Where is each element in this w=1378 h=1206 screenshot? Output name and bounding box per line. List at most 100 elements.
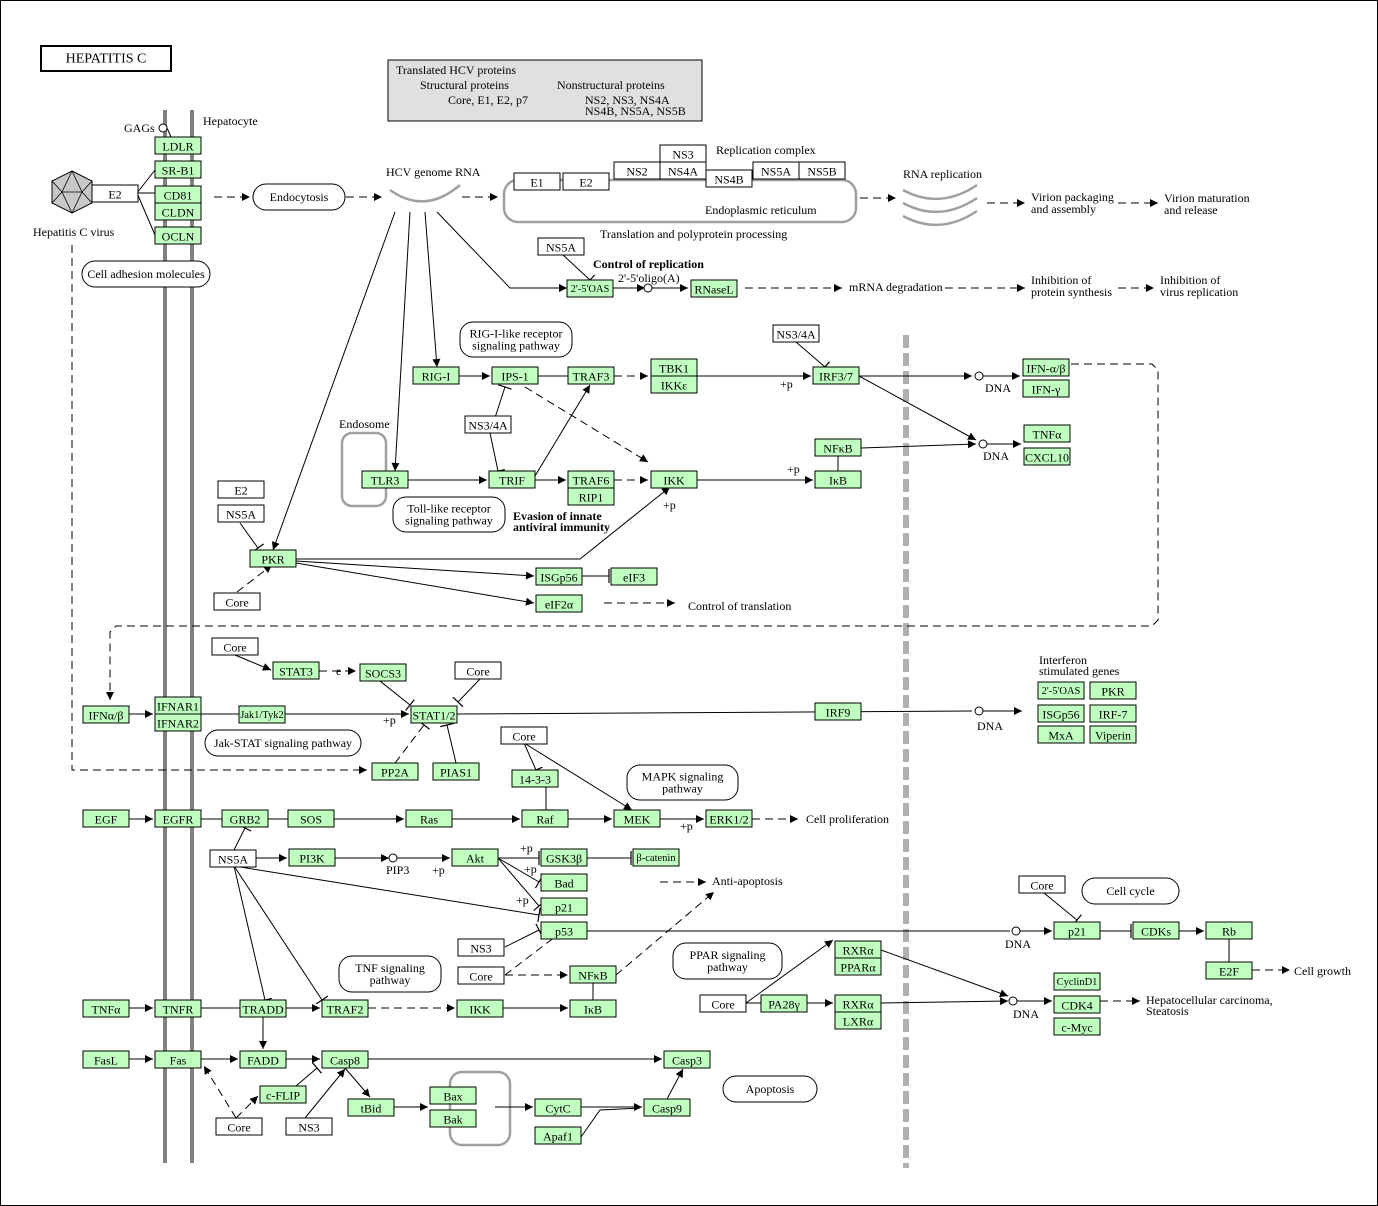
gene-node-oas[interactable]: 2'-5'OAS [566,279,614,298]
gene-node-grb2[interactable]: GRB2 [221,809,269,828]
gene-node-p53[interactable]: p53 [540,921,588,940]
compound-node-core_1433[interactable]: Core [500,726,548,745]
gene-node-irf9[interactable]: IRF9 [814,702,862,721]
gene-node-cytc[interactable]: CytC [534,1098,582,1117]
gene-node-mek[interactable]: MEK [613,809,661,828]
gene-node-fadd[interactable]: FADD [239,1050,287,1069]
gene-node-ocln[interactable]: OCLN [154,226,202,245]
compound-node-ns4b[interactable]: NS4B [705,169,753,188]
gene-node-ifnar1[interactable]: IFNAR1 [154,696,202,715]
gene-node-tnfr[interactable]: TNFR [154,999,202,1018]
compound-node-ns3_p53[interactable]: NS3 [457,938,505,957]
gene-node-akt[interactable]: Akt [451,848,499,867]
compound-node-ns5a_pi3k[interactable]: NS5A [209,849,257,868]
gene-node-eif3[interactable]: eIF3 [610,567,658,586]
gene-node-bad[interactable]: Bad [540,873,588,892]
gene-node-fas[interactable]: Fas [154,1050,202,1069]
gene-node-rxra1[interactable]: RXRα [834,940,882,959]
gene-node-rip1[interactable]: RIP1 [567,487,615,506]
compound-node-e2_pkr[interactable]: E2 [217,480,265,499]
gene-node-tlr3[interactable]: TLR3 [361,470,409,489]
gene-node-pp2a[interactable]: PP2A [371,762,419,781]
compound-node-ns4a[interactable]: NS4A [659,161,707,180]
gene-node-eif2a[interactable]: eIF2α [535,594,583,613]
gene-node-egf[interactable]: EGF [82,809,130,828]
gene-node-jak[interactable]: Jak1/Tyk2 [238,705,286,724]
gene-node-traf6[interactable]: TRAF6 [567,470,615,489]
gene-node-isg_irf7[interactable]: IRF-7 [1089,704,1137,723]
gene-node-bcat[interactable]: β-catenin [632,848,680,867]
gene-node-cd81[interactable]: CD81 [154,185,202,204]
gene-node-isg_oas[interactable]: 2'-5'OAS [1037,681,1085,700]
gene-node-ifnar2[interactable]: IFNAR2 [154,713,202,732]
gene-node-nfkb2[interactable]: NFκB [569,965,617,984]
gene-node-casp9[interactable]: Casp9 [643,1098,691,1117]
gene-node-apaf1[interactable]: Apaf1 [534,1126,582,1145]
compound-node-core_stat3[interactable]: Core [211,637,259,656]
compound-node-e1[interactable]: E1 [513,172,561,191]
gene-node-isgp56[interactable]: ISGp56 [535,567,583,586]
gene-node-isg_p56[interactable]: ISGp56 [1037,704,1085,723]
gene-node-raf[interactable]: Raf [521,809,569,828]
gene-node-rxra2[interactable]: RXRα [834,994,882,1013]
gene-node-ikke[interactable]: IKKε [650,375,698,394]
gene-node-bax[interactable]: Bax [429,1086,477,1105]
gene-node-stat3[interactable]: STAT3 [272,661,320,680]
compound-node-core_ppar[interactable]: Core [699,994,747,1013]
gene-node-ras[interactable]: Ras [405,809,453,828]
gene-node-ifng[interactable]: IFN-γ [1022,379,1070,398]
gene-node-casp8[interactable]: Casp8 [321,1050,369,1069]
gene-node-rigi[interactable]: RIG-I [412,366,460,385]
gene-node-cdk4[interactable]: CDK4 [1053,995,1101,1014]
pathway-map-apoptosis[interactable]: Apoptosis [722,1075,818,1103]
gene-node-socs3[interactable]: SOCS3 [359,663,407,682]
gene-node-ikk2[interactable]: IKK [456,999,504,1018]
compound-node-ns34a_irf[interactable]: NS3/4A [772,324,820,343]
gene-node-p21b[interactable]: p21 [1053,921,1101,940]
gene-node-ldlr[interactable]: LDLR [154,136,202,155]
gene-node-tradd[interactable]: TRADD [239,999,287,1018]
compound-node-core_pkr[interactable]: Core [213,592,261,611]
compound-node-core_stat12[interactable]: Core [454,661,502,680]
compound-node-e2v[interactable]: E2 [91,184,139,203]
gene-node-ikk1[interactable]: IKK [650,470,698,489]
gene-node-egfr[interactable]: EGFR [154,809,202,828]
gene-node-irf37[interactable]: IRF3/7 [812,366,860,385]
gene-node-traf2[interactable]: TRAF2 [321,999,369,1018]
gene-node-pi3k[interactable]: PI3K [288,848,336,867]
gene-node-bak[interactable]: Bak [429,1109,477,1128]
gene-node-isg_pkr[interactable]: PKR [1089,681,1137,700]
gene-node-tnfa1[interactable]: TNFα [1023,424,1071,443]
gene-node-pa28[interactable]: PA28γ [760,994,808,1013]
gene-node-rnasel[interactable]: RNaseL [690,279,738,298]
compound-node-ns5a_oas[interactable]: NS5A [537,237,585,256]
gene-node-casp3[interactable]: Casp3 [663,1050,711,1069]
gene-node-lxra[interactable]: LXRα [834,1011,882,1030]
gene-node-cycd1[interactable]: CyclinD1 [1053,972,1101,991]
gene-node-ppara[interactable]: PPARα [834,957,882,976]
compound-node-ns34a_trif[interactable]: NS3/4A [464,415,512,434]
gene-node-isg_vip[interactable]: Viperin [1089,725,1137,744]
gene-node-srb1[interactable]: SR-B1 [154,160,202,179]
gene-node-pias1[interactable]: PIAS1 [432,762,480,781]
gene-node-gsk3b[interactable]: GSK3β [540,848,588,867]
gene-node-e2f[interactable]: E2F [1205,961,1253,980]
gene-node-ifnab2[interactable]: IFNα/β [82,705,130,724]
gene-node-cldn[interactable]: CLDN [154,202,202,221]
gene-node-isg_mxa[interactable]: MxA [1037,725,1085,744]
gene-node-cmyc[interactable]: c-Myc [1053,1017,1101,1036]
gene-node-sos[interactable]: SOS [287,809,335,828]
pathway-map-cam[interactable]: Cell adhesion molecules [81,260,211,288]
pathway-map-endocytosis[interactable]: Endocytosis [252,183,346,211]
compound-node-ns3r[interactable]: NS3 [659,144,707,163]
gene-node-cxcl10[interactable]: CXCL10 [1023,447,1071,466]
compound-node-core_fas[interactable]: Core [215,1117,263,1136]
compound-node-ns5a_r[interactable]: NS5A [752,161,800,180]
gene-node-p21a[interactable]: p21 [540,897,588,916]
compound-node-ns5b[interactable]: NS5B [798,161,846,180]
gene-node-p1433[interactable]: 14-3-3 [511,769,559,788]
gene-node-cdks[interactable]: CDKs [1132,921,1180,940]
